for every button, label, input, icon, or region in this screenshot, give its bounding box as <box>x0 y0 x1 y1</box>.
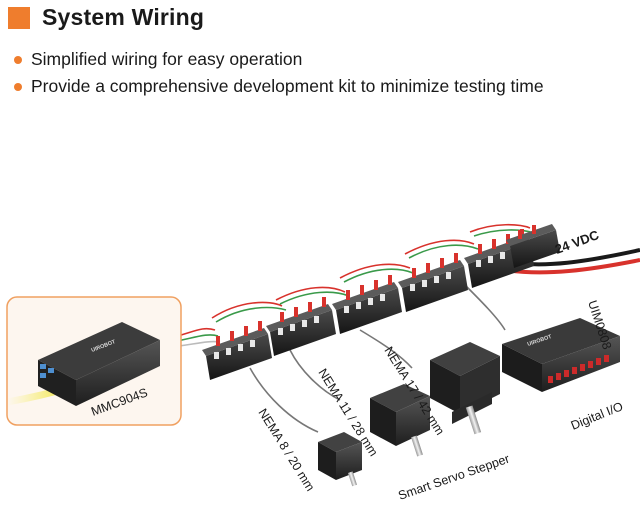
section-header: System Wiring <box>8 4 204 31</box>
uim0808-io-module: UIROBOT <box>502 318 620 392</box>
bullet-dot-icon <box>14 82 22 91</box>
feature-list: Simplified wiring for easy operation Pro… <box>14 46 544 100</box>
nema8-label: NEMA 8 / 20 mm <box>255 406 317 494</box>
smart-servo-label: Smart Servo Stepper <box>396 452 511 503</box>
nema8-motor <box>318 432 362 487</box>
power-terminal-block <box>506 224 560 268</box>
power-label: 24 VDC <box>553 227 601 257</box>
page-title: System Wiring <box>42 4 205 30</box>
mmc904s-controller: UIROBOT <box>38 322 160 406</box>
list-item: Simplified wiring for easy operation <box>14 46 544 73</box>
terminal-block-1 <box>202 321 272 380</box>
nema17-motor <box>430 342 500 435</box>
terminal-block-3 <box>332 275 402 334</box>
list-item-text: Simplified wiring for easy operation <box>31 49 303 69</box>
list-item: Provide a comprehensive development kit … <box>14 73 544 100</box>
header-square-icon <box>8 6 30 29</box>
nema11-motor <box>370 384 430 457</box>
bullet-dot-icon <box>14 55 22 64</box>
terminal-block-2 <box>266 297 336 356</box>
digital-io-label: Digital I/O <box>569 399 625 433</box>
list-item-text: Provide a comprehensive development kit … <box>31 76 544 96</box>
terminal-block-4 <box>398 253 468 312</box>
